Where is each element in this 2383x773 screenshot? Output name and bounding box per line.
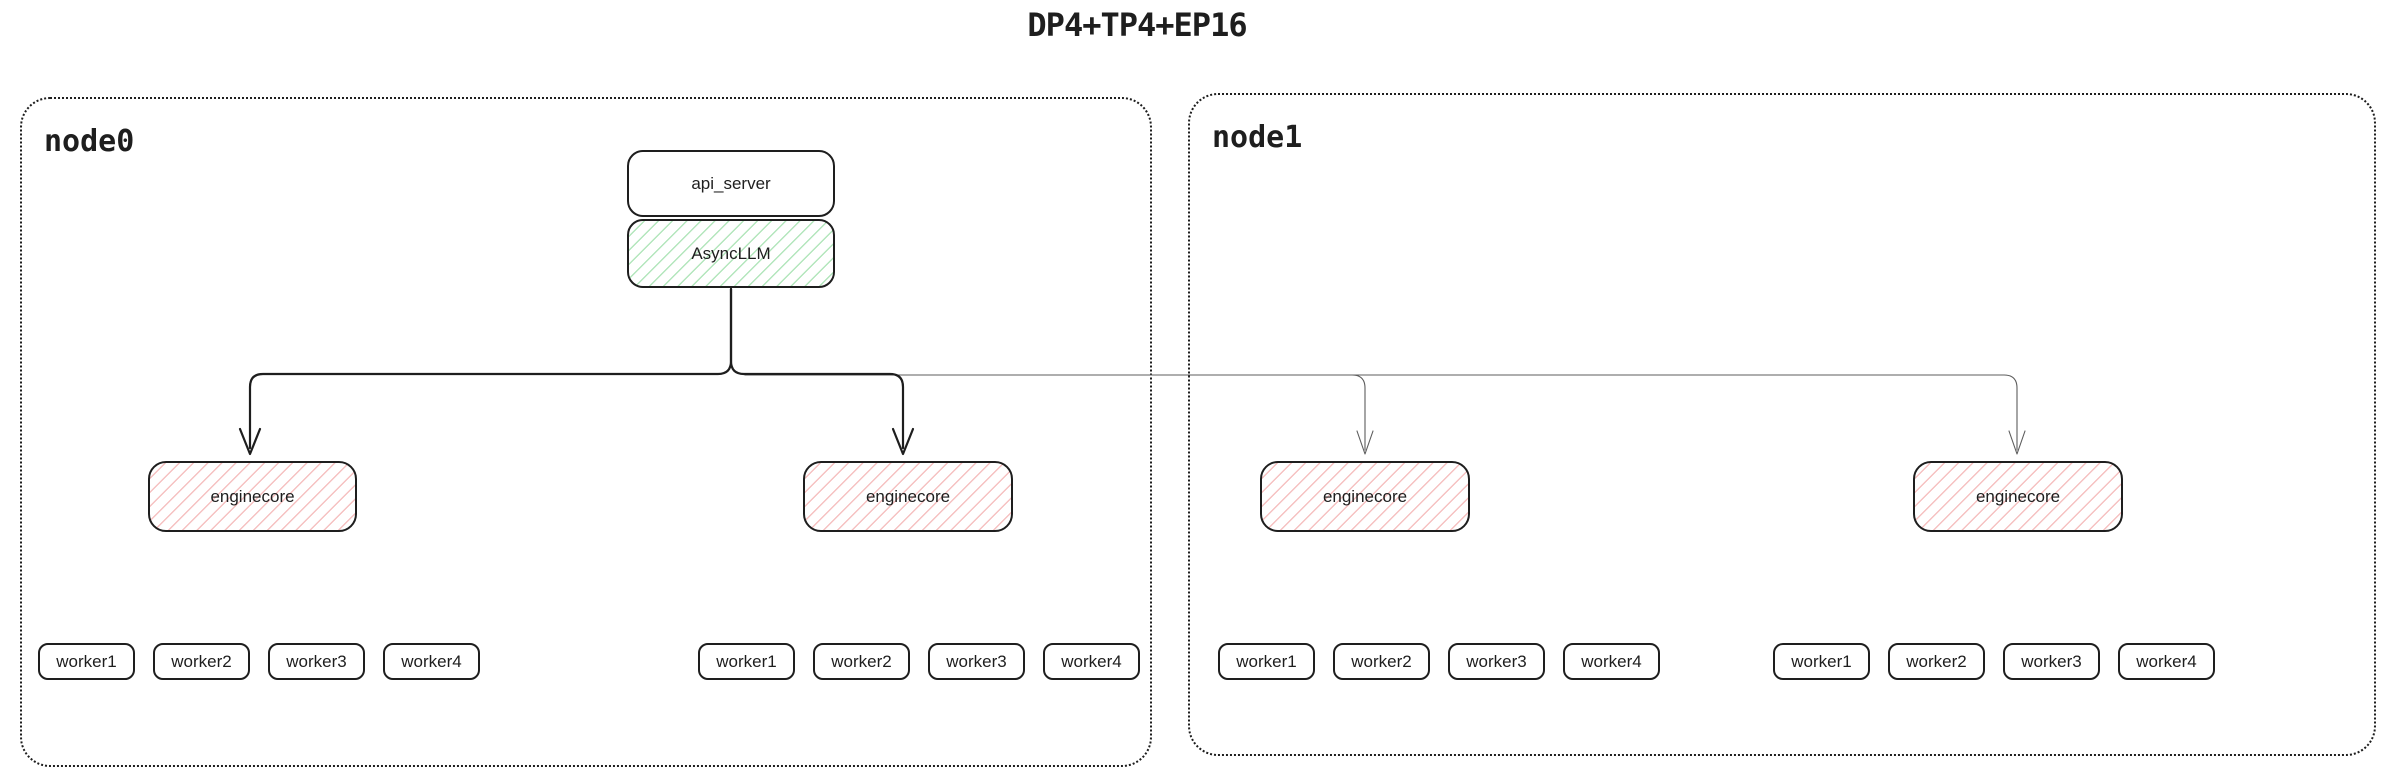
enginecore-label: enginecore [1322, 486, 1408, 506]
worker-box: worker1 [38, 643, 135, 680]
worker-box: worker1 [698, 643, 795, 680]
worker-label: worker1 [56, 651, 117, 671]
enginecore-label: enginecore [210, 486, 295, 506]
worker-box: worker3 [268, 643, 365, 680]
enginecore-box-4: enginecore [1913, 461, 2123, 532]
worker-box: worker2 [1888, 643, 1985, 680]
worker-box: worker4 [1563, 643, 1660, 680]
enginecore-label: enginecore [865, 486, 951, 506]
worker-label: worker1 [1236, 651, 1297, 671]
worker-box: worker3 [2003, 643, 2100, 680]
worker-box: worker2 [813, 643, 910, 680]
enginecore-label: enginecore [1975, 486, 2061, 506]
worker-label: worker3 [1466, 651, 1527, 671]
enginecore-box-1: enginecore [148, 461, 357, 532]
worker-label: worker1 [1791, 651, 1852, 671]
worker-label: worker4 [1061, 651, 1122, 671]
worker-box: worker4 [2118, 643, 2215, 680]
worker-box: worker4 [1043, 643, 1140, 680]
enginecore-box-2: enginecore [803, 461, 1013, 532]
worker-box: worker3 [1448, 643, 1545, 680]
worker-box: worker4 [383, 643, 480, 680]
node1-label: node1 [1212, 120, 1303, 155]
worker-box: worker1 [1218, 643, 1315, 680]
worker-label: worker2 [1906, 651, 1967, 671]
node0-label: node0 [44, 124, 135, 159]
asyncllm-label: AsyncLLM [691, 243, 771, 263]
worker-label: worker4 [1581, 651, 1642, 671]
worker-box: worker1 [1773, 643, 1870, 680]
worker-box: worker2 [153, 643, 250, 680]
worker-label: worker2 [171, 651, 232, 671]
api-server-label: api_server [691, 173, 771, 193]
worker-label: worker4 [2136, 651, 2197, 671]
worker-label: worker3 [946, 651, 1007, 671]
enginecore-box-3: enginecore [1260, 461, 1470, 532]
worker-label: worker3 [286, 651, 347, 671]
worker-label: worker2 [1351, 651, 1412, 671]
worker-label: worker3 [2021, 651, 2082, 671]
diagram-title: DP4+TP4+EP16 [1027, 6, 1247, 44]
worker-label: worker4 [401, 651, 462, 671]
worker-label: worker1 [716, 651, 777, 671]
asyncllm-box: AsyncLLM [627, 219, 835, 288]
worker-box: worker3 [928, 643, 1025, 680]
api-server-box: api_server [627, 150, 835, 217]
worker-box: worker2 [1333, 643, 1430, 680]
worker-label: worker2 [831, 651, 892, 671]
